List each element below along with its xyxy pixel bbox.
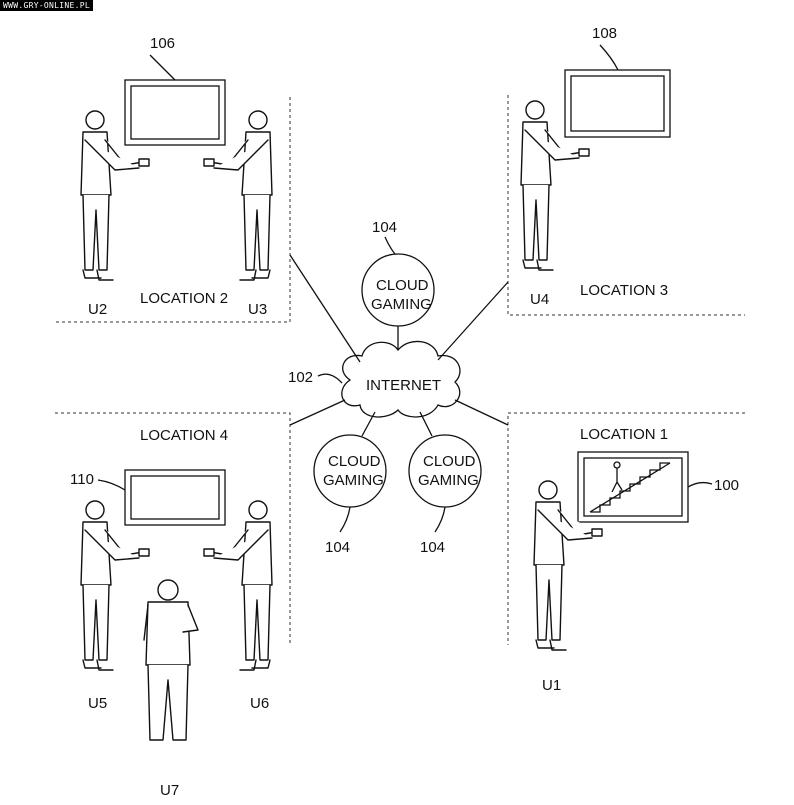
cloud-gaming-ref: 104 (420, 539, 445, 556)
svg-text:GAMING: GAMING (371, 296, 432, 313)
internet-label: INTERNET (366, 377, 441, 394)
user-u4-figure (520, 100, 590, 271)
display-ref-108: 108 (592, 25, 617, 42)
user-label-u3: U3 (248, 301, 267, 318)
user-u6-figure (203, 500, 273, 671)
display-ref-100: 100 (714, 477, 739, 494)
display-108 (564, 69, 671, 138)
svg-text:GAMING: GAMING (323, 472, 384, 489)
display-106 (124, 79, 226, 146)
display-ref-110: 110 (70, 471, 94, 488)
display-ref-106: 106 (150, 35, 175, 52)
user-label-u2: U2 (88, 301, 107, 318)
location-4-label: LOCATION 4 (140, 427, 228, 444)
watermark: WWW.GRY-ONLINE.PL (0, 0, 93, 11)
location-2-label: LOCATION 2 (140, 290, 228, 307)
cloud-gaming-ref: 104 (372, 219, 397, 236)
cloud-gaming-left: CLOUD GAMING 104 (313, 434, 387, 556)
user-label-u4: U4 (530, 291, 549, 308)
location-3-label: LOCATION 3 (580, 282, 668, 299)
user-label-u6: U6 (250, 695, 269, 712)
svg-text:CLOUD: CLOUD (423, 453, 476, 470)
user-u5-figure (80, 500, 150, 671)
stairs-scene-icon (589, 462, 671, 513)
location-1: LOCATION 1 100 U1 (507, 412, 745, 694)
location-3: 108 U4 LOCATION 3 (507, 25, 745, 316)
location-1-label: LOCATION 1 (580, 426, 668, 443)
svg-text:CLOUD: CLOUD (328, 453, 381, 470)
user-u7-figure (143, 579, 199, 741)
internet-cloud: INTERNET 102 (288, 340, 461, 418)
location-4: LOCATION 4 110 U5 U6 U7 (55, 412, 291, 799)
user-u1-figure (533, 480, 603, 651)
user-label-u1: U1 (542, 677, 561, 694)
cloud-gaming-top: CLOUD GAMING 104 (361, 219, 435, 327)
user-label-u7: U7 (160, 782, 179, 799)
user-u2-figure (80, 110, 150, 281)
cloud-gaming-right: CLOUD GAMING 104 (408, 434, 482, 556)
user-label-u5: U5 (88, 695, 107, 712)
location-2: 106 U2 U3 LOCATION 2 (55, 35, 291, 323)
display-110 (124, 469, 226, 526)
cloud-gaming-ref: 104 (325, 539, 350, 556)
user-u3-figure (203, 110, 273, 281)
svg-text:GAMING: GAMING (418, 472, 479, 489)
svg-text:CLOUD: CLOUD (376, 277, 429, 294)
internet-ref-102: 102 (288, 369, 313, 386)
network-connections (289, 254, 509, 437)
